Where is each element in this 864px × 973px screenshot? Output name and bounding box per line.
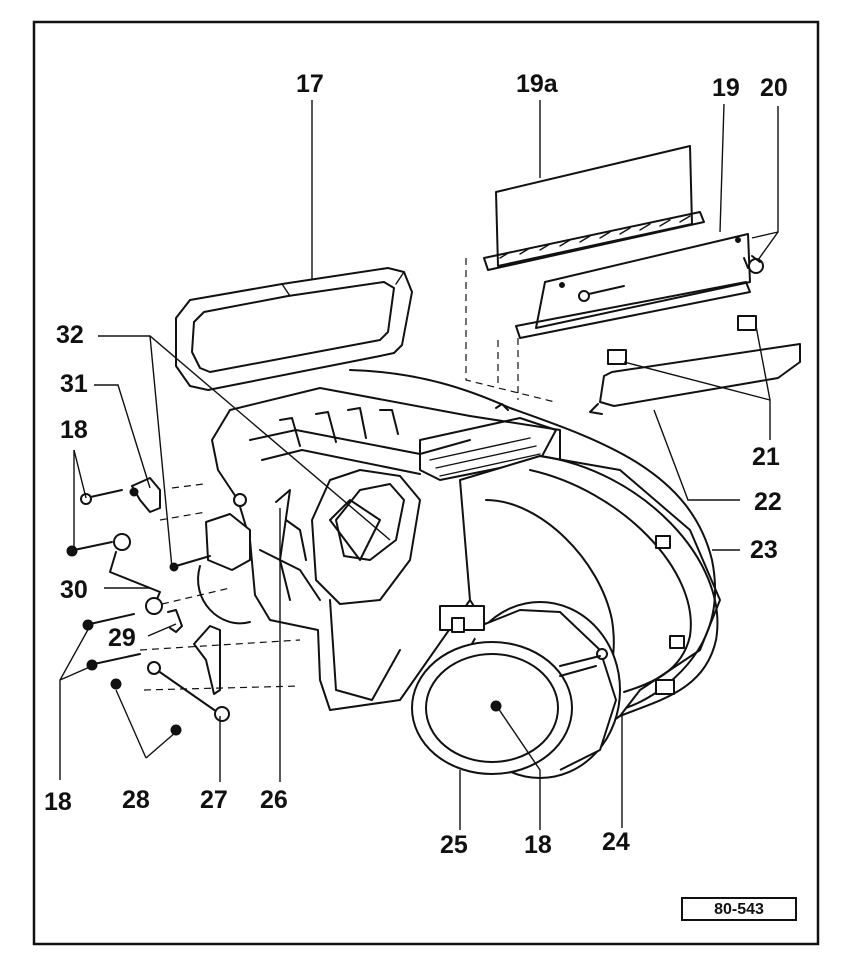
callout-23: 23 [750,536,778,564]
callout-21: 21 [752,443,780,471]
callout-18-bottom: 18 [524,831,552,859]
diagram-frame [32,20,820,946]
callout-20: 20 [760,74,788,102]
part-28-washers [110,678,182,736]
callout-32: 32 [56,321,84,349]
left-actuator [169,493,251,625]
callout-25: 25 [440,831,468,859]
part-25-blower-motor [411,601,621,779]
part-27-linkage [147,625,230,722]
part-26-rod [275,489,291,601]
left-guide-lines [139,483,301,691]
flap-guide-lines [465,258,556,403]
part-31-lever [129,477,161,513]
callout-19: 19 [712,74,740,102]
part-29-clip [167,609,183,633]
leader-lines [59,100,779,830]
callout-27: 27 [200,786,228,814]
part-18-screws-lower [82,613,141,671]
callout-28: 28 [122,786,150,814]
callout-31: 31 [60,370,88,398]
callout-18-left: 18 [44,788,72,816]
callout-19a: 19a [516,70,558,98]
part-23-cable-inner [495,403,509,411]
callout-22: 22 [754,488,782,516]
cable-connectors [559,535,685,695]
callout-26: 26 [260,786,288,814]
part-18-screw-top [80,489,123,505]
part-20-clips [743,255,764,274]
part-30-arm [109,533,163,615]
callout-17: 17 [296,70,324,98]
heater-housing [211,387,561,711]
callout-30: 30 [60,576,88,604]
part-19-flap [515,233,751,339]
part-19a-flap [483,145,705,271]
callout-24: 24 [602,828,630,856]
reference-code-box: 80-543 [681,897,797,921]
callout-18-top: 18 [60,416,88,444]
part-17-gasket [175,267,413,391]
callout-29: 29 [108,624,136,652]
